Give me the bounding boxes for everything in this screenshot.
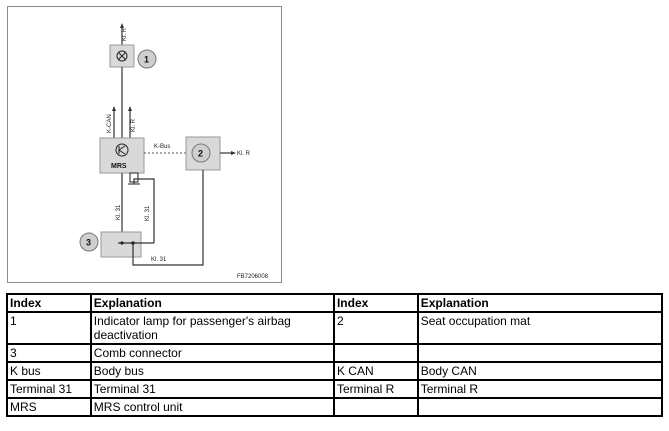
lamp-icon [116,50,128,62]
figure-code: FB7206008 [237,274,269,280]
table-cell: Terminal R [332,379,419,399]
svg-text:2: 2 [198,149,203,159]
callout-1: 1 [137,49,157,69]
header-explanation-2: Explanation [416,293,664,313]
wire-kl31-bottom [132,170,204,266]
wire-kl31-right [133,178,155,243]
wiring-diagram: Kl. R 1 K-CAN Kl. R MRS K-Bus [7,6,282,283]
table-row: Terminal 31 Terminal 31 Terminal R Termi… [6,379,664,399]
svg-text:1: 1 [144,55,149,65]
table-cell [332,343,419,363]
table-cell [416,343,664,363]
comb-connector-box [100,231,142,258]
label-mrs: MRS [111,163,127,170]
label-kl-r-top: Kl. R [122,27,128,41]
table-row: 3 Comb connector [6,343,664,363]
table-cell: Terminal 31 [6,379,92,399]
table-cell: K bus [6,361,92,381]
table-cell [416,397,664,417]
legend-header-row: Index Explanation Index Explanation [6,293,664,313]
svg-text:3: 3 [86,238,91,248]
header-explanation-1: Explanation [89,293,335,313]
label-kl-r-mid: Kl. R [131,118,137,132]
table-cell: K CAN [332,361,419,381]
table-cell: Terminal 31 [89,379,335,399]
table-cell: Terminal R [416,379,664,399]
table-cell: MRS control unit [89,397,335,417]
callout-3: 3 [79,232,99,252]
table-row: 1 Indicator lamp for passenger's airbag … [6,311,664,345]
table-cell: Seat occupation mat [416,311,664,345]
table-row: MRS MRS control unit [6,397,664,417]
header-index-2: Index [332,293,419,313]
label-k-can: K-CAN [107,114,113,133]
label-kl-r-right: Kl. R [237,151,251,157]
table-cell [332,397,419,417]
table-cell: 2 [332,311,419,345]
table-cell: Body bus [89,361,335,381]
label-kl31-left: Kl. 31 [116,204,122,220]
transistor-icon [115,143,129,157]
table-cell: 3 [6,343,92,363]
label-k-bus: K-Bus [154,144,170,150]
label-kl31-bottom: Kl. 31 [151,257,167,263]
table-cell: MRS [6,397,92,417]
legend-table: Index Explanation Index Explanation 1 In… [6,293,664,417]
header-index-1: Index [6,293,92,313]
table-cell: Body CAN [416,361,664,381]
table-cell: Indicator lamp for passenger's airbag de… [89,311,335,345]
diagram-svg: Kl. R 1 K-CAN Kl. R MRS K-Bus [79,23,269,280]
callout-2: 2 [191,143,211,163]
table-row: K bus Body bus K CAN Body CAN [6,361,664,381]
label-kl31-right: Kl. 31 [145,205,151,221]
arrow-up-icon [120,23,124,28]
table-cell: Comb connector [89,343,335,363]
table-cell: 1 [6,311,92,345]
